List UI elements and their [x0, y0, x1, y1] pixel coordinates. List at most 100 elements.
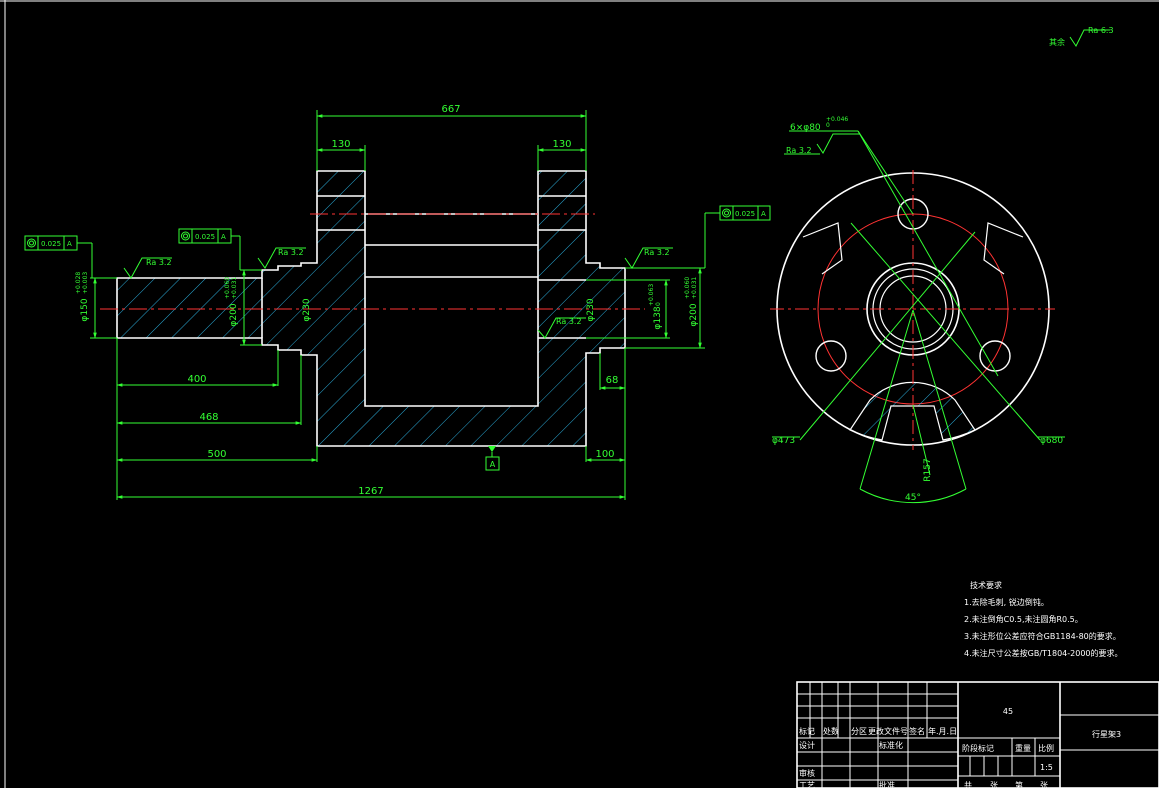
- tech-item-3: 3.未注形位公差应符合GB1184-80的要求。: [964, 631, 1121, 641]
- radius-157-label: R157: [923, 458, 933, 481]
- tech-item-4: 4.未注尺寸公差按GB/T1804-2000的要求。: [964, 648, 1123, 658]
- surface-finish-note: 其余 Ra 6.3: [1049, 26, 1114, 47]
- dia-230-right-label: φ230: [586, 298, 596, 321]
- svg-text:处数: 处数: [823, 726, 839, 736]
- svg-text:1:5: 1:5: [1040, 763, 1053, 772]
- svg-text:第: 第: [1015, 780, 1023, 788]
- tolerance-frame-mid: 0.025 A: [178, 228, 232, 244]
- svg-text:签名: 签名: [909, 726, 925, 736]
- svg-text:φ230: φ230: [586, 298, 596, 321]
- part-outline: [116, 170, 626, 447]
- svg-text:A: A: [67, 240, 72, 248]
- front-view: 667 130 130 400 468 500 1267 100 68 φ150…: [24, 104, 771, 500]
- svg-text:+0.046: +0.046: [826, 116, 848, 123]
- svg-text:+0.063: +0.063: [648, 284, 655, 306]
- dia-138-label: φ138 +0.063 0: [648, 284, 663, 330]
- roughness-symbols: Ra 3.2 Ra 3.2 Ra 3.2 Ra 3.2: [123, 247, 673, 339]
- svg-text:批准: 批准: [879, 780, 895, 788]
- section-hatch: [117, 171, 625, 446]
- bottom-cut-section: [849, 381, 976, 441]
- svg-text:φ150: φ150: [80, 298, 90, 321]
- svg-text:A: A: [221, 233, 226, 241]
- svg-text:年.月.日: 年.月.日: [928, 726, 957, 736]
- svg-text:+0.031: +0.031: [691, 277, 698, 299]
- svg-text:φ200: φ200: [689, 303, 699, 326]
- side-center-lines: [770, 170, 1055, 450]
- svg-text:分区: 分区: [851, 727, 867, 736]
- roughness-left-step: Ra 3.2: [257, 247, 306, 269]
- tech-requirements-title: 技术要求: [970, 580, 1002, 590]
- svg-text:Ra 3.2: Ra 3.2: [556, 317, 582, 326]
- part-name: 行星架3: [1092, 729, 1121, 739]
- svg-text:阶段标记: 阶段标记: [962, 743, 994, 753]
- svg-text:A: A: [761, 210, 766, 218]
- dim-1267: 1267: [358, 486, 383, 497]
- svg-text:标准化: 标准化: [879, 740, 903, 750]
- svg-text:审核: 审核: [799, 768, 815, 778]
- svg-text:+0.060: +0.060: [684, 277, 691, 299]
- svg-text:A: A: [490, 460, 496, 469]
- svg-text:6×φ80: 6×φ80: [790, 123, 821, 133]
- svg-text:张: 张: [1040, 781, 1048, 788]
- title-block: 标记 处数 分区 更改文件号 签名 年.月.日 设计 标准化 审核 工艺 批准 …: [796, 681, 1159, 788]
- dim-130-right: 130: [552, 139, 571, 150]
- svg-text:+0.031: +0.031: [231, 277, 238, 299]
- side-view: 6×φ80 +0.046 0 Ra 3.2 φ473 φ680 R157 45°: [770, 116, 1065, 504]
- dia-230-left-label: φ230: [302, 298, 312, 321]
- dim-500: 500: [207, 449, 226, 460]
- svg-text:0: 0: [655, 302, 662, 306]
- dia-200-right-label: φ200 +0.060 +0.031: [684, 277, 699, 327]
- dia-680-label: φ680: [1040, 436, 1063, 446]
- svg-text:+0.003: +0.003: [82, 272, 89, 294]
- svg-text:更改文件号: 更改文件号: [868, 726, 908, 736]
- svg-text:0: 0: [826, 122, 830, 129]
- dim-68: 68: [606, 375, 619, 386]
- datum-a-marker: A: [485, 446, 500, 471]
- tech-item-2: 2.未注倒角C0.5,未注圆角R0.5。: [964, 614, 1083, 624]
- dia-150-label: φ150 +0.028 +0.003: [75, 272, 90, 322]
- svg-text:标记: 标记: [799, 726, 815, 736]
- material-label: 45: [1003, 707, 1013, 716]
- svg-text:Ra 3.2: Ra 3.2: [644, 248, 670, 257]
- svg-text:张: 张: [990, 781, 998, 788]
- dia-200-left-label: φ200 +0.060 +0.031: [224, 277, 239, 327]
- side-dimension-lines: [772, 130, 1065, 504]
- tolerance-frame-left: 0.025 A: [24, 235, 78, 251]
- dimension-texts: 667 130 130 400 468 500 1267 100 68 φ150…: [75, 104, 699, 497]
- svg-text:φ138: φ138: [653, 306, 663, 329]
- dim-400: 400: [187, 374, 206, 385]
- svg-text:工艺: 工艺: [799, 781, 815, 788]
- roughness-right-step: Ra 3.2: [624, 247, 673, 269]
- svg-text:φ230: φ230: [302, 298, 312, 321]
- angle-45-label: 45°: [905, 493, 921, 503]
- holes-callout: 6×φ80 +0.046 0 Ra 3.2: [784, 116, 860, 155]
- hole-left: [815, 340, 847, 372]
- dimension-lines: [77, 110, 720, 500]
- svg-text:+0.028: +0.028: [75, 272, 82, 294]
- svg-text:Ra 3.2: Ra 3.2: [786, 146, 812, 155]
- svg-text:φ200: φ200: [229, 303, 239, 326]
- tolerance-frame-right: 0.025 A: [719, 205, 771, 221]
- dim-130-left: 130: [331, 139, 350, 150]
- svg-text:0.025: 0.025: [735, 210, 755, 218]
- svg-text:0.025: 0.025: [195, 233, 215, 241]
- section-windows: [802, 222, 1024, 275]
- svg-text:Ra 6.3: Ra 6.3: [1088, 26, 1114, 35]
- svg-text:重量: 重量: [1015, 743, 1031, 753]
- svg-text:0.025: 0.025: [41, 240, 61, 248]
- svg-text:Ra 3.2: Ra 3.2: [278, 248, 304, 257]
- svg-text:比例: 比例: [1038, 743, 1054, 753]
- dim-667: 667: [441, 104, 460, 115]
- svg-text:+0.060: +0.060: [224, 277, 231, 299]
- roughness-left-shaft: Ra 3.2: [123, 257, 172, 279]
- dim-468: 468: [199, 412, 218, 423]
- dim-100: 100: [595, 449, 614, 460]
- tech-requirements: 技术要求 1.去除毛刺, 锐边倒钝。 2.未注倒角C0.5,未注圆角R0.5。 …: [964, 580, 1123, 658]
- svg-text:共: 共: [964, 781, 972, 788]
- tech-item-1: 1.去除毛刺, 锐边倒钝。: [964, 597, 1049, 607]
- svg-text:Ra 3.2: Ra 3.2: [146, 258, 172, 267]
- svg-text:其余: 其余: [1049, 37, 1065, 47]
- svg-text:设计: 设计: [799, 740, 815, 750]
- svg-text:R157: R157: [923, 458, 933, 481]
